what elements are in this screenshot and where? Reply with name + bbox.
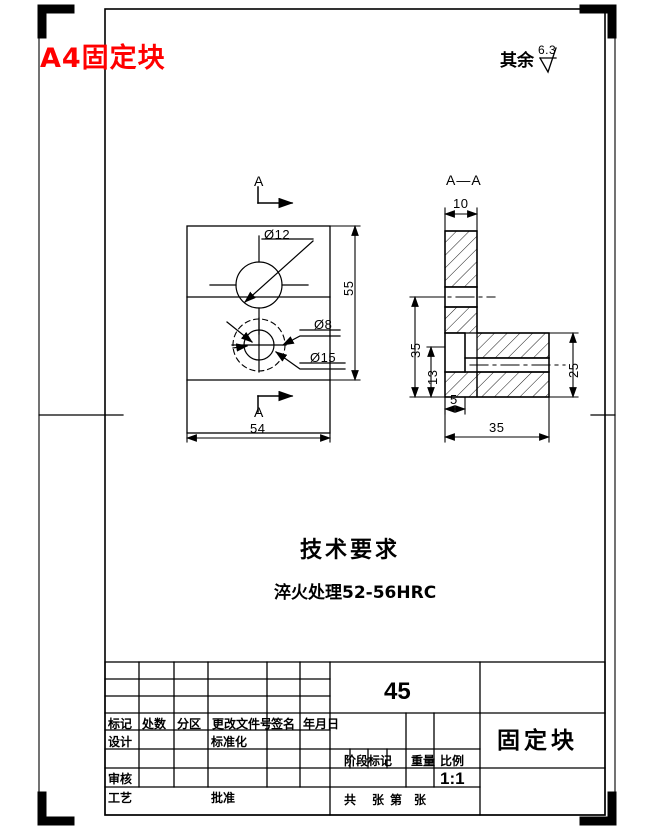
section-marker-bottom — [257, 390, 294, 413]
sheet-trim-border — [38, 4, 616, 826]
hole-label-dia15: Ø15 — [310, 350, 337, 365]
tech-requirements-heading: 技术要求 — [300, 538, 401, 563]
title-block-grid — [104, 661, 606, 816]
role-standardization: 标准化 — [211, 735, 248, 749]
section-letter-bottom: A — [254, 404, 264, 420]
stage-mark-label: 阶段标记 — [344, 754, 393, 768]
hole-label-dia8: Ø8 — [314, 317, 333, 332]
roughness-symbol — [539, 47, 557, 74]
scale-value: 1:1 — [440, 769, 465, 788]
header-zone: 分区 — [177, 717, 202, 731]
dimension-25 — [548, 331, 579, 399]
weight-label: 重量 — [411, 754, 436, 768]
drawing-frame — [104, 8, 606, 816]
dimension-13 — [426, 345, 446, 399]
material-value: 45 — [384, 678, 411, 705]
scale-label: 比例 — [440, 754, 465, 768]
sheet-total-prefix: 共 — [344, 793, 357, 807]
section-hatched-upright-top — [444, 230, 478, 288]
header-qty: 处数 — [142, 717, 167, 731]
part-name: 固定块 — [497, 728, 578, 754]
dimension-label-35-height: 35 — [408, 342, 423, 358]
sheet-index-prefix: 第 — [390, 793, 403, 807]
dimension-label-55: 55 — [341, 280, 356, 296]
general-roughness-label: 其余 — [500, 51, 534, 71]
sheet-label: A4固定块 — [40, 43, 166, 74]
hole-dia8 — [231, 317, 287, 373]
role-approve: 批准 — [211, 791, 236, 805]
section-letter-top: A — [254, 173, 264, 189]
tech-requirements-line-1: 淬火处理52-56HRC — [274, 583, 437, 603]
section-hatched-body-upper — [476, 332, 550, 359]
section-step-pocket — [444, 332, 466, 373]
section-hatched-body-lower — [476, 371, 550, 398]
role-design: 设计 — [108, 735, 133, 749]
dimension-35-width — [443, 396, 551, 443]
leader-dia12 — [244, 238, 314, 303]
leader-dia15 — [275, 351, 346, 370]
general-roughness-value: 6.3 — [538, 43, 557, 57]
header-mark: 标记 — [108, 717, 133, 731]
header-signature: 签名 — [271, 717, 296, 731]
dimension-54 — [185, 432, 332, 443]
dimension-10 — [443, 207, 479, 232]
dimension-label-13: 13 — [425, 369, 440, 385]
header-date: 年月日 — [303, 717, 340, 731]
header-change-doc-no: 更改文件号 — [212, 717, 273, 731]
leader-counterbore-left — [226, 321, 253, 352]
dimension-label-35-width: 35 — [489, 420, 505, 435]
leader-dia8 — [281, 329, 341, 346]
section-view-title: A—A — [446, 172, 482, 188]
section-marker-top — [257, 186, 294, 209]
dimension-55 — [329, 224, 361, 382]
dimension-label-5: 5 — [450, 392, 458, 407]
sheet-total-unit: 张 — [372, 793, 385, 807]
hole-label-dia12: Ø12 — [264, 227, 291, 242]
role-process: 工艺 — [108, 791, 133, 805]
dimension-label-10: 10 — [453, 196, 469, 211]
dimension-label-25: 25 — [566, 362, 581, 378]
section-hatched-upright-bottom — [444, 306, 478, 334]
dimension-label-54: 54 — [250, 421, 266, 436]
sheet-index-unit: 张 — [414, 793, 427, 807]
role-check: 审核 — [108, 772, 133, 786]
corner-registration-marks — [37, 4, 617, 826]
